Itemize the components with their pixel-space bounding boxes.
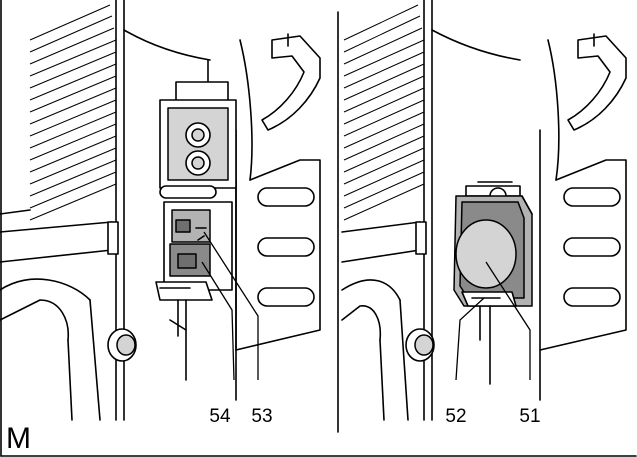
- mounting-bracket: [155, 281, 213, 381]
- side-slots: [257, 187, 315, 307]
- callout-52: 52: [445, 406, 466, 427]
- support-bar: [341, 221, 427, 263]
- knob-icon: [405, 328, 435, 362]
- right-leader-lines: [455, 261, 531, 381]
- callout-53: 53: [251, 406, 272, 427]
- switch-unit-icon: [163, 201, 233, 291]
- callout-54: 54: [209, 406, 231, 427]
- left-leader-lines: [201, 231, 259, 381]
- socket-outlet-icon: [159, 81, 237, 189]
- leader-54: [201, 261, 235, 381]
- lower-housing: [0, 278, 101, 421]
- carry-handle-icon: [261, 33, 321, 131]
- lower-housing: [341, 279, 409, 421]
- latch-bracket: [461, 291, 517, 385]
- vent-grille-icon: [29, 4, 117, 221]
- plug-cover-icon: [453, 181, 533, 307]
- support-bar: [0, 209, 119, 263]
- carry-handle-icon: [567, 33, 627, 131]
- side-slots: [563, 187, 621, 307]
- figure-letter: M: [6, 422, 31, 455]
- vent-grille-icon: [343, 4, 425, 221]
- leader-53: [203, 231, 259, 380]
- left-panel: 54 53: [0, 0, 321, 427]
- callout-51: 51: [519, 406, 540, 427]
- knob-icon: [107, 328, 137, 362]
- right-panel: 52 51: [341, 0, 627, 427]
- leader-51: [485, 261, 531, 380]
- leader-52: [455, 297, 485, 381]
